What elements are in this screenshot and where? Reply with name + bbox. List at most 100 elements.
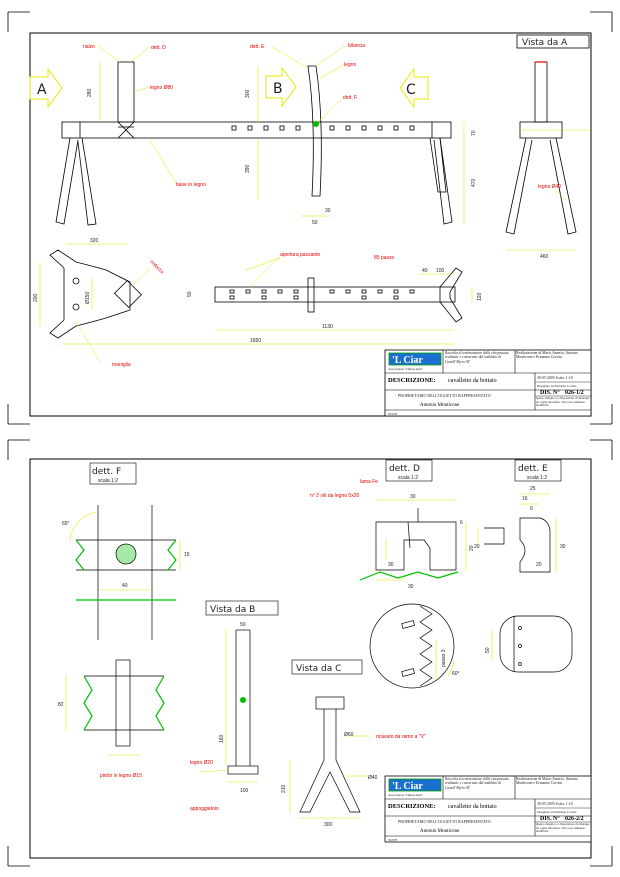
dim-200: 200: [33, 293, 39, 302]
leg-left-1: [55, 137, 79, 225]
label-apertura: apertura passante: [280, 252, 321, 258]
tb-date-scale-2: 30-05-2005 Scala: 1:10: [537, 802, 573, 806]
dim-100: 100: [436, 268, 445, 274]
dim-50-b: 50: [240, 622, 246, 628]
tb-date-scale-1: 30-05-2005 Scala: 1:10: [537, 376, 573, 380]
detail-f-scale: scala 1:2: [98, 478, 118, 484]
beam: [61, 121, 452, 139]
logo-lciar-2: 'L Ciar: [392, 781, 423, 792]
view-a-title: Vista da A: [522, 38, 568, 48]
view-c-title: Vista da C: [296, 664, 341, 674]
label-dett-f: dett. F: [343, 95, 357, 101]
dim-1130: 1130: [322, 324, 333, 330]
dim-320: 320: [90, 238, 99, 244]
dim-30-d3: 30: [408, 584, 414, 590]
label-base-legno: base in legno: [176, 182, 206, 188]
logo-subtitle-1: Associazione "Chièssa mete": [388, 367, 424, 371]
dim-30-d2: 30: [388, 562, 394, 568]
logo-lciar-1: 'L Ciar: [392, 355, 423, 366]
label-viti: n° 2 viti da legno 5x20: [310, 493, 359, 499]
dim-50: 50: [312, 220, 318, 226]
detail-d-title: dett. D: [389, 464, 420, 474]
tb-dis-value-1: 026-1/2: [565, 390, 584, 396]
tb-descrizione-label-1: DESCRIZIONE:: [388, 377, 436, 384]
label-legno-20: legno Ø20: [190, 760, 213, 766]
sheet-1: A B C: [29, 32, 592, 417]
tb-dis-label-1: DIS. N°: [540, 389, 560, 396]
label-legno-40-c: Ø40: [368, 775, 378, 781]
view-marker-b: B: [265, 66, 297, 108]
dim-20-e: 20: [474, 544, 480, 550]
logo-subtitle-2: Associazione "Chièssa mete": [388, 793, 424, 797]
tb-authors-2: Realizzazione di Mario Amerio, Antonio M…: [516, 777, 578, 785]
tb-authors-1: Realizzazione di Mario Amerio, Antonio M…: [516, 351, 578, 359]
dim-20-e2: 20: [536, 562, 542, 568]
dim-40: 40: [422, 268, 428, 274]
label-legno-80: legno Ø80: [150, 85, 173, 91]
view-marker-c-label: C: [406, 82, 416, 98]
tb-description-text-1: Raccolta di testimonianze della vita pas…: [445, 351, 509, 364]
detail-f: dett. F scala 1:2: [58, 462, 190, 779]
dim-300-c: 300: [324, 822, 333, 828]
tb-dis-label-2: DIS. N°: [540, 815, 560, 822]
view-marker-a-label: A: [37, 82, 47, 98]
tb-owner-label-2: PROPRIETARIO DELL'OGGETTO RAPPRESENTATO: [398, 819, 491, 824]
dim-30-e: 30: [560, 544, 566, 550]
dim-100-b: 100: [240, 788, 249, 794]
tb-drawn-by-1: Disegnato da Ermanno Corrias: [537, 384, 577, 388]
tb-owner-value-2: Antonio Monticone: [420, 829, 460, 834]
dim-460: 460: [540, 254, 549, 260]
tb-descrizione-value-2: cavalletto da bottaio: [448, 804, 497, 810]
tb-note-label-2: NOTE: [388, 838, 397, 842]
title-block-1: 'L Ciar Associazione "Chièssa mete" Racc…: [384, 349, 592, 417]
tb-descrizione-value-1: cavalletto da bottaio: [448, 378, 497, 384]
detail-f-title: dett. F: [92, 467, 121, 477]
dim-passo-3: passo 3: [441, 649, 447, 667]
dim-20-d: 20: [469, 545, 475, 551]
plan-view: [49, 249, 463, 339]
dim-470: 470: [471, 178, 477, 187]
view-marker-a: A: [29, 67, 63, 109]
dim-300: 300: [245, 89, 251, 98]
label-appoggiatoio: appoggiatoio: [190, 806, 219, 812]
dimension-values-1: 280 300 390 70 470 30 50 320 200 Ø150 50…: [33, 88, 549, 344]
beam-plan: [214, 286, 456, 303]
label-maniglia: maniglia: [112, 362, 131, 368]
tb-description-text-2: Raccolta di testimonianze della vita pas…: [445, 777, 509, 790]
tb-owner-value-1: Antonio Monticone: [420, 403, 460, 408]
dim-390: 390: [245, 164, 251, 173]
dim-30-d: 30: [410, 494, 416, 500]
detail-d: dett. D scala 1:2 30: [310, 459, 475, 689]
dim-150: Ø150: [85, 292, 91, 304]
view-c: Vista da C 210 300 Ø60 Ø40 ricavato da r…: [281, 659, 426, 828]
crop-marks: [7, 11, 613, 867]
handle-plate: [49, 249, 131, 339]
label-legno: legno: [344, 62, 356, 68]
label-ricavato: ricavato da ramo a "V": [376, 734, 426, 740]
sheet-1-frame: [29, 32, 592, 417]
dim-1650: 1650: [250, 338, 261, 344]
dim-60deg: 60°: [452, 671, 460, 677]
sheet-2: dett. F scala 1:2: [29, 458, 592, 859]
side-view: [55, 61, 453, 226]
title-block-2: 'L Ciar Associazione "Chièssa mete" Racc…: [384, 775, 592, 843]
tb-owner-label-1: PROPRIETARIO DELL'OGGETTO RAPPRESENTATO: [398, 393, 491, 398]
dim-280: 280: [87, 88, 93, 97]
dim-65deg: 65°: [62, 521, 70, 527]
dim-6-e: 6: [530, 506, 533, 512]
dim-16: 16: [522, 496, 528, 502]
view-b-title: Vista da B: [210, 605, 255, 615]
label-dett-e: dett. E: [250, 44, 265, 50]
tb-drawn-by-2: Disegnato da Ermanno Corrias: [537, 810, 577, 814]
label-bilancia: bilancia: [348, 43, 365, 49]
label-legno-40: legno Ø40: [538, 184, 561, 190]
label-perno: pirolo in legno Ø15: [100, 773, 142, 779]
detail-d-scale: scala 1:2: [398, 475, 418, 481]
detail-e-title: dett. E: [518, 464, 548, 474]
tb-notice-1: Questo disegno è a disposizione di chiun…: [536, 397, 589, 407]
sheet-2-frame: [29, 458, 592, 859]
label-rialzo: rialzo: [83, 44, 95, 50]
dim-50b: 50: [187, 291, 193, 297]
leg-right-1: [433, 137, 453, 225]
tb-note-label-1: NOTE: [388, 412, 397, 416]
